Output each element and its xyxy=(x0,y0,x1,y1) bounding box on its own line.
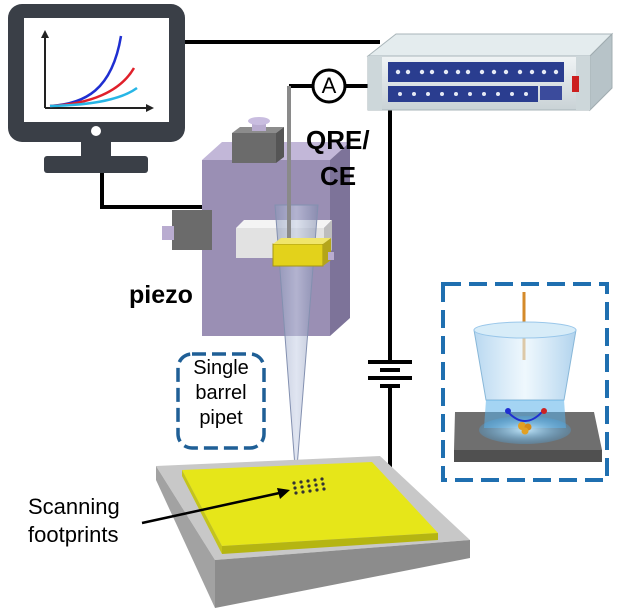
pipet-label-line1: Single xyxy=(193,357,249,379)
sample-substrate xyxy=(156,456,470,608)
ammeter-label: A xyxy=(321,73,337,98)
ammeter-icon xyxy=(311,68,347,104)
wire-monitor-to-piezo xyxy=(100,172,205,209)
battery-icon xyxy=(368,360,412,388)
wires xyxy=(100,40,392,490)
monitor-plot xyxy=(41,30,154,112)
footprints-arrow xyxy=(141,488,290,525)
scan-label-line2: footprints xyxy=(28,522,119,547)
pipet-label-line2: barrel xyxy=(195,382,247,404)
piezo-stage xyxy=(162,117,350,336)
pipet xyxy=(272,86,334,481)
piezo-label: piezo xyxy=(129,281,193,309)
qre-ce-label-line1: QRE/ xyxy=(306,125,370,155)
qre-ce-label: QRE/ CE xyxy=(306,122,370,194)
potentiostat-icon xyxy=(366,32,614,112)
pipet-label-frame xyxy=(176,352,266,450)
monitor-icon xyxy=(8,4,185,173)
scanning-footprints-label: Scanning footprints xyxy=(28,493,158,549)
scanning-footprints xyxy=(292,477,326,495)
scan-label-line1: Scanning xyxy=(28,494,120,519)
pipet-label: Single barrel pipet xyxy=(178,356,264,431)
qre-ce-label-line2: CE xyxy=(320,161,357,191)
pipet-label-line3: pipet xyxy=(199,407,243,429)
inset-detail xyxy=(441,282,609,482)
